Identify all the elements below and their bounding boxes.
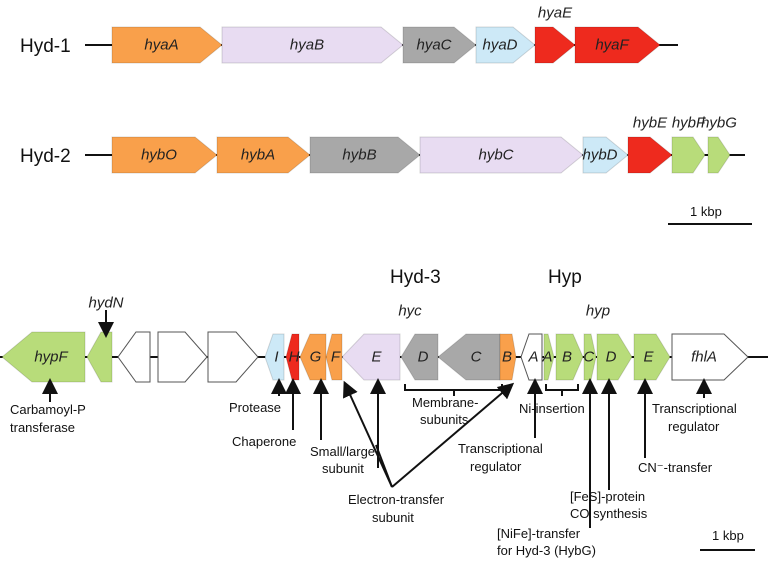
gene-arrow	[309, 136, 421, 174]
fes-label-2: CO synthesis	[570, 506, 648, 521]
gene-arrow	[117, 331, 151, 383]
gene-arrow	[583, 333, 597, 381]
trans-reg2-label-2: regulator	[668, 419, 720, 434]
small-large-label-1: Small/large	[310, 444, 375, 459]
gene-arrow	[1, 331, 86, 383]
gene-label: hybF	[672, 115, 706, 132]
carbamoyl-label-1: Carbamoyl-P	[10, 402, 86, 417]
gene-label: F	[331, 349, 341, 366]
gene-arrow	[671, 333, 749, 381]
hyp-header: Hyp	[548, 267, 582, 288]
hyc-label: hyc	[398, 303, 422, 320]
nife-label-2: for Hyd-3 (HybG)	[497, 543, 596, 558]
gene-arrow	[437, 333, 501, 381]
trans-reg2-label-1: Transcriptional	[652, 401, 737, 416]
gene-label: fhlA	[691, 349, 717, 366]
nife-label-1: [NiFe]-transfer	[497, 526, 581, 541]
gene-label: hybE	[633, 115, 668, 132]
small-large-label-2: subunit	[322, 461, 364, 476]
gene-label: I	[274, 349, 278, 366]
gene-label: H	[289, 349, 300, 366]
gene-arrow	[555, 333, 584, 381]
gene-arrow	[534, 26, 576, 64]
gene-label: hybO	[141, 147, 177, 164]
gene-label: D	[606, 349, 617, 366]
gene-arrow	[633, 333, 671, 381]
fes-label-1: [FeS]-protein	[570, 489, 645, 504]
gene-arrow	[221, 26, 404, 64]
gene-label: B	[562, 349, 572, 366]
cn-transfer-label: CN⁻-transfer	[638, 460, 713, 475]
gene-label: hybA	[241, 147, 275, 164]
gene-label: hyaD	[482, 37, 517, 54]
gene-arrow	[499, 333, 517, 381]
gene-arrow	[543, 333, 555, 381]
gene-arrow	[157, 331, 208, 383]
gene-arrow	[86, 331, 113, 383]
gene-label: E	[371, 349, 382, 366]
trans-reg1-label-2: regulator	[470, 459, 522, 474]
gene-arrow	[299, 333, 327, 381]
electron-label-2: subunit	[372, 510, 414, 525]
gene-arrow	[207, 331, 259, 383]
annotation-labels: Carbamoyl-P transferase Protease Chapero…	[10, 395, 744, 558]
electron-label-1: Electron-transfer	[348, 492, 445, 507]
gene-arrow	[402, 26, 477, 64]
gene-arrow	[111, 26, 223, 64]
hyd1-label: Hyd-1	[20, 36, 71, 57]
gene-label: hyaE	[538, 5, 573, 22]
gene-arrow	[419, 136, 584, 174]
membrane-label-2: subunits	[420, 412, 469, 427]
gene-label: hyaC	[416, 37, 451, 54]
hyp-label: hyp	[586, 303, 610, 320]
gene-label: hybB	[342, 147, 376, 164]
gene-arrow	[582, 136, 629, 174]
gene-label: A	[527, 349, 538, 366]
scale-label-top: 1 kbp	[690, 204, 722, 219]
hydN-label: hydN	[88, 295, 123, 312]
gene-label: hybG	[701, 115, 737, 132]
gene-arrow	[707, 136, 731, 174]
gene-arrow	[596, 333, 633, 381]
gene-label: G	[310, 349, 322, 366]
gene-arrow	[216, 136, 311, 174]
hyd2-label: Hyd-2	[20, 146, 71, 167]
gene-label: C	[583, 349, 594, 366]
gene-label: hyaB	[290, 37, 324, 54]
gene-label: B	[502, 349, 512, 366]
gene-label: E	[643, 349, 654, 366]
membrane-label-1: Membrane-	[412, 395, 478, 410]
chaperone-label: Chaperone	[232, 434, 296, 449]
hyd1-genes: hyaA hyaB hyaC hyaD hyaE hyaF	[111, 5, 661, 64]
gene-arrow	[671, 136, 706, 174]
gene-arrow	[627, 136, 673, 174]
gene-arrow	[264, 333, 285, 381]
gene-arrow	[574, 26, 661, 64]
scale-label-bottom: 1 kbp	[712, 528, 744, 543]
gene-arrow	[475, 26, 536, 64]
gene-label: D	[418, 349, 429, 366]
gene-label: A	[541, 349, 552, 366]
gene-label: C	[471, 349, 482, 366]
gene-arrow	[285, 333, 300, 381]
trans-reg1-label-1: Transcriptional	[458, 441, 543, 456]
gene-label: hyaF	[595, 37, 629, 54]
gene-arrow	[111, 136, 218, 174]
gene-label: hybD	[582, 147, 617, 164]
gene-arrow	[400, 333, 439, 381]
gene-arrow	[325, 333, 343, 381]
gene-label: hyaA	[144, 37, 178, 54]
gene-arrow	[520, 333, 543, 381]
carbamoyl-label-2: transferase	[10, 420, 75, 435]
gene-arrow	[341, 333, 401, 381]
gene-label: hypF	[34, 349, 68, 366]
ni-insertion-label: Ni-insertion	[519, 401, 585, 416]
annotation-arrows	[42, 310, 755, 551]
gene-label: hybC	[478, 147, 513, 164]
protease-label: Protease	[229, 400, 281, 415]
hyd3-label: Hyd-3	[390, 267, 441, 288]
